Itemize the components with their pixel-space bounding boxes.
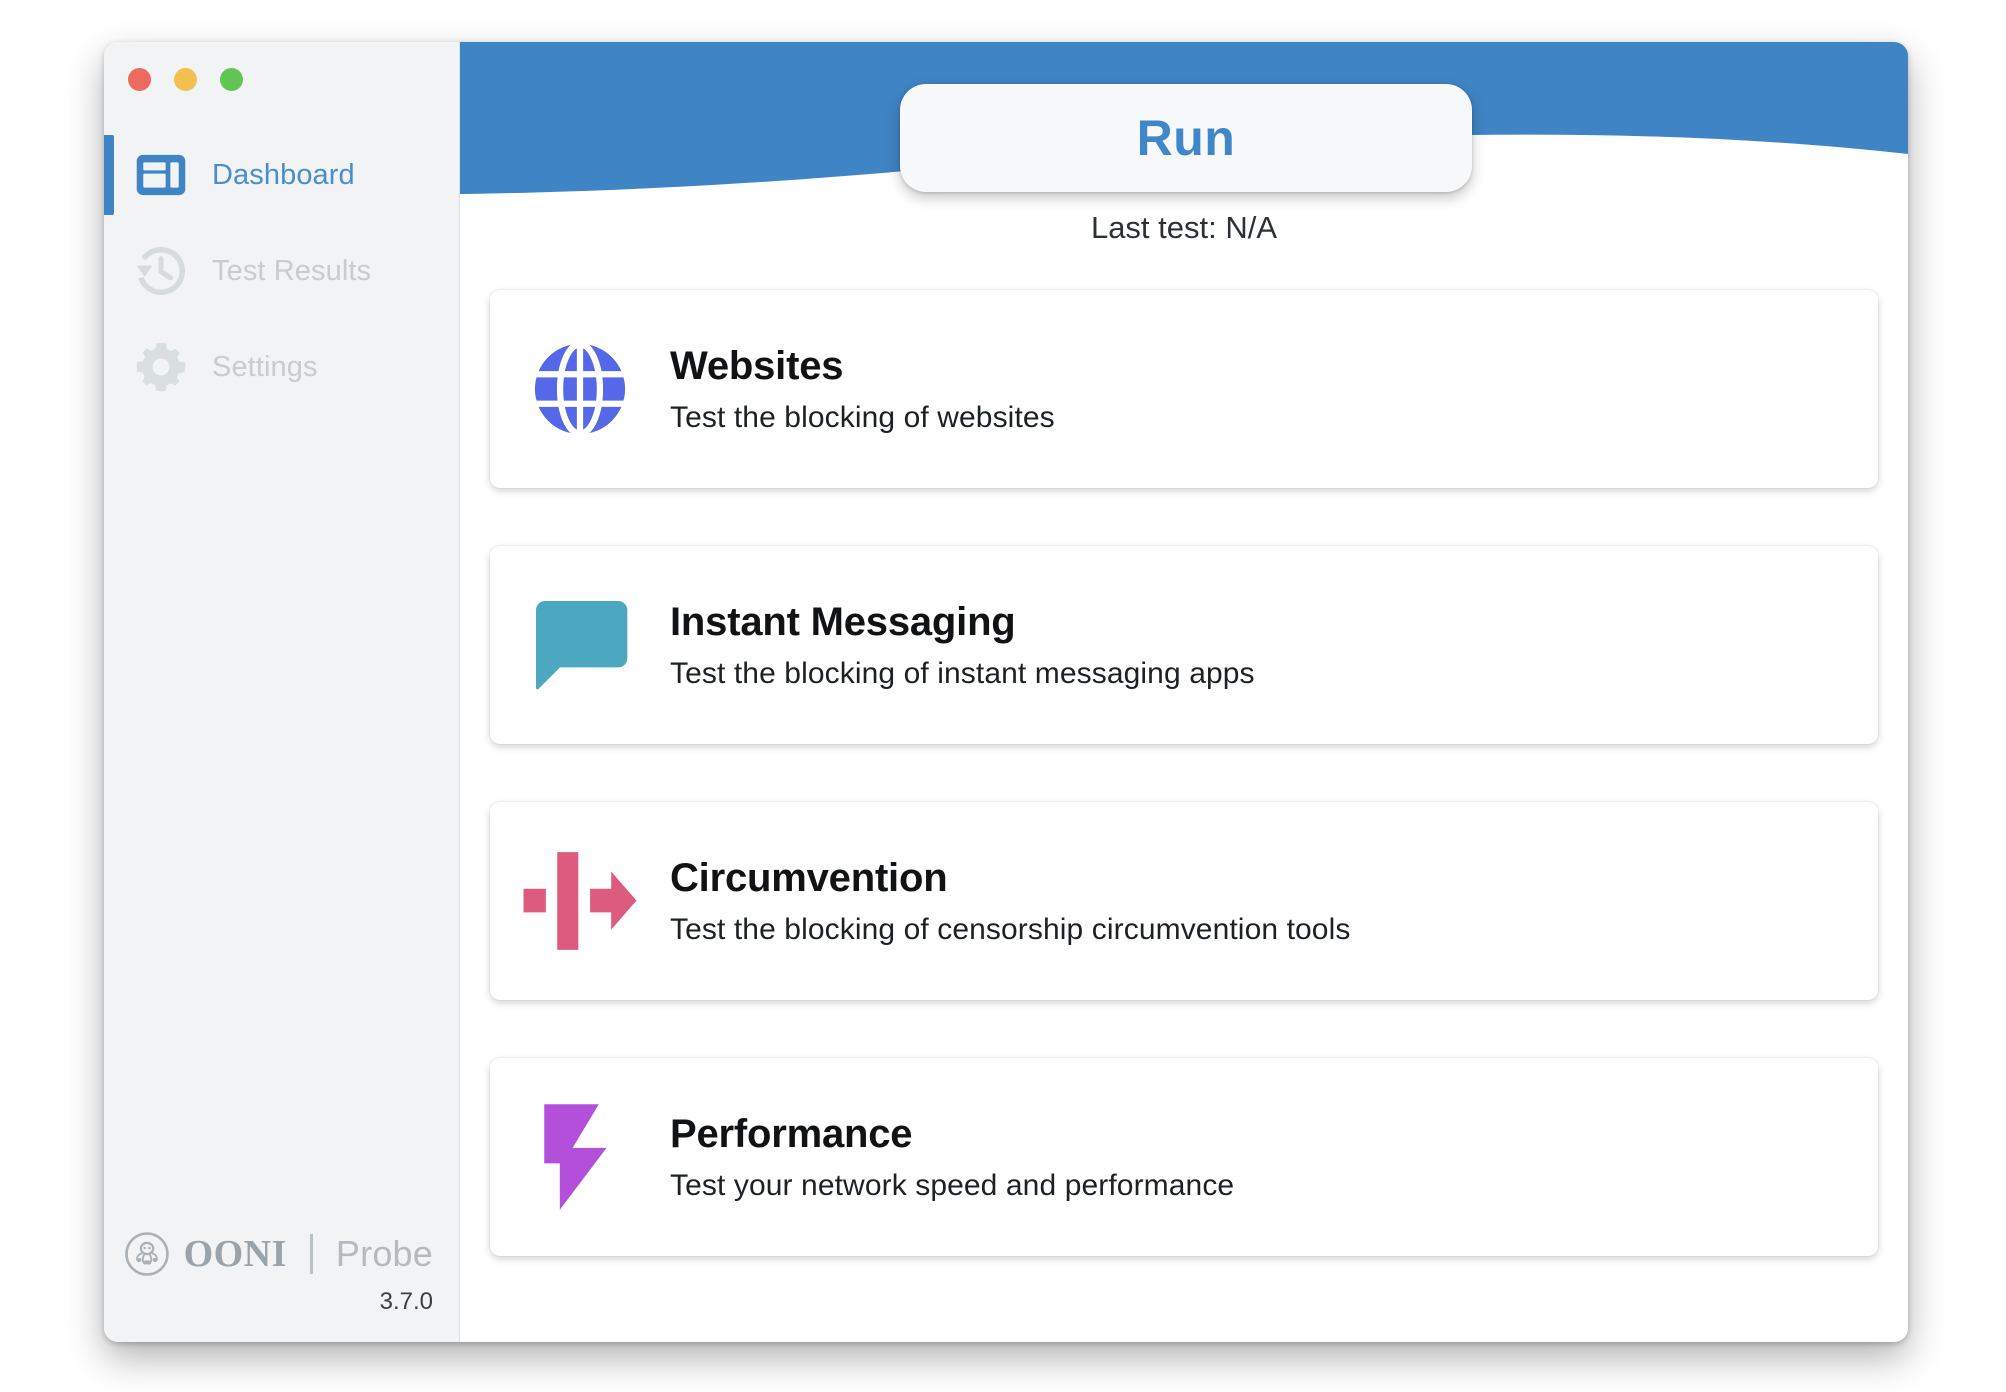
sidebar-footer: OONI Probe 3.7.0	[104, 1230, 459, 1316]
brand-product: Probe	[335, 1233, 433, 1274]
close-window-button[interactable]	[128, 68, 151, 91]
test-cards-list: Websites Test the blocking of websites I…	[490, 290, 1878, 1314]
sidebar-item-dashboard[interactable]: Dashboard	[104, 127, 459, 223]
circumvention-arrow-icon	[490, 849, 670, 953]
minimize-window-button[interactable]	[174, 68, 197, 91]
globe-icon	[490, 337, 670, 441]
maximize-window-button[interactable]	[220, 68, 243, 91]
card-title: Circumvention	[670, 855, 948, 900]
window-controls	[128, 68, 243, 91]
history-icon	[132, 242, 190, 300]
sidebar-nav: Dashboard Test Results	[104, 127, 459, 415]
sidebar-item-settings[interactable]: Settings	[104, 319, 459, 415]
test-card-instant-messaging[interactable]: Instant Messaging Test the blocking of i…	[490, 546, 1878, 744]
test-card-circumvention[interactable]: Circumvention Test the blocking of censo…	[490, 802, 1878, 1000]
ooni-octopus-icon	[124, 1232, 169, 1276]
dashboard-icon	[132, 146, 190, 204]
card-title: Instant Messaging	[670, 599, 1016, 644]
run-button-label: Run	[1136, 110, 1236, 166]
brand-separator	[309, 1234, 313, 1274]
sidebar-item-label: Dashboard	[212, 158, 355, 191]
test-card-websites[interactable]: Websites Test the blocking of websites	[490, 290, 1878, 488]
sidebar-item-label: Test Results	[212, 254, 372, 287]
active-indicator	[104, 135, 114, 215]
card-text: Websites Test the blocking of websites	[670, 344, 1878, 435]
run-button[interactable]: Run	[900, 84, 1472, 192]
card-text: Circumvention Test the blocking of censo…	[670, 856, 1878, 947]
card-title: Performance	[670, 1111, 913, 1156]
lightning-bolt-icon	[490, 1102, 670, 1212]
card-description: Test the blocking of censorship circumve…	[670, 912, 1351, 946]
card-title: Websites	[670, 343, 844, 388]
card-description: Test the blocking of websites	[670, 400, 1055, 434]
chat-bubble-icon	[490, 595, 670, 695]
sidebar-item-label: Settings	[212, 350, 318, 383]
card-text: Performance Test your network speed and …	[670, 1112, 1878, 1203]
test-card-performance[interactable]: Performance Test your network speed and …	[490, 1058, 1878, 1256]
main-content: Run Last test: N/A	[460, 42, 1908, 1342]
gear-icon	[132, 338, 190, 396]
brand-name: OONI	[183, 1233, 287, 1275]
app-window: Dashboard Test Results	[104, 42, 1908, 1342]
sidebar: Dashboard Test Results	[104, 42, 460, 1342]
ooni-probe-logo: OONI Probe	[104, 1230, 433, 1278]
card-description: Test the blocking of instant messaging a…	[670, 656, 1255, 690]
sidebar-item-test-results[interactable]: Test Results	[104, 223, 459, 319]
card-description: Test your network speed and performance	[670, 1168, 1235, 1202]
app-version: 3.7.0	[379, 1288, 433, 1315]
last-test-status: Last test: N/A	[1090, 210, 1278, 245]
card-text: Instant Messaging Test the blocking of i…	[670, 600, 1878, 691]
